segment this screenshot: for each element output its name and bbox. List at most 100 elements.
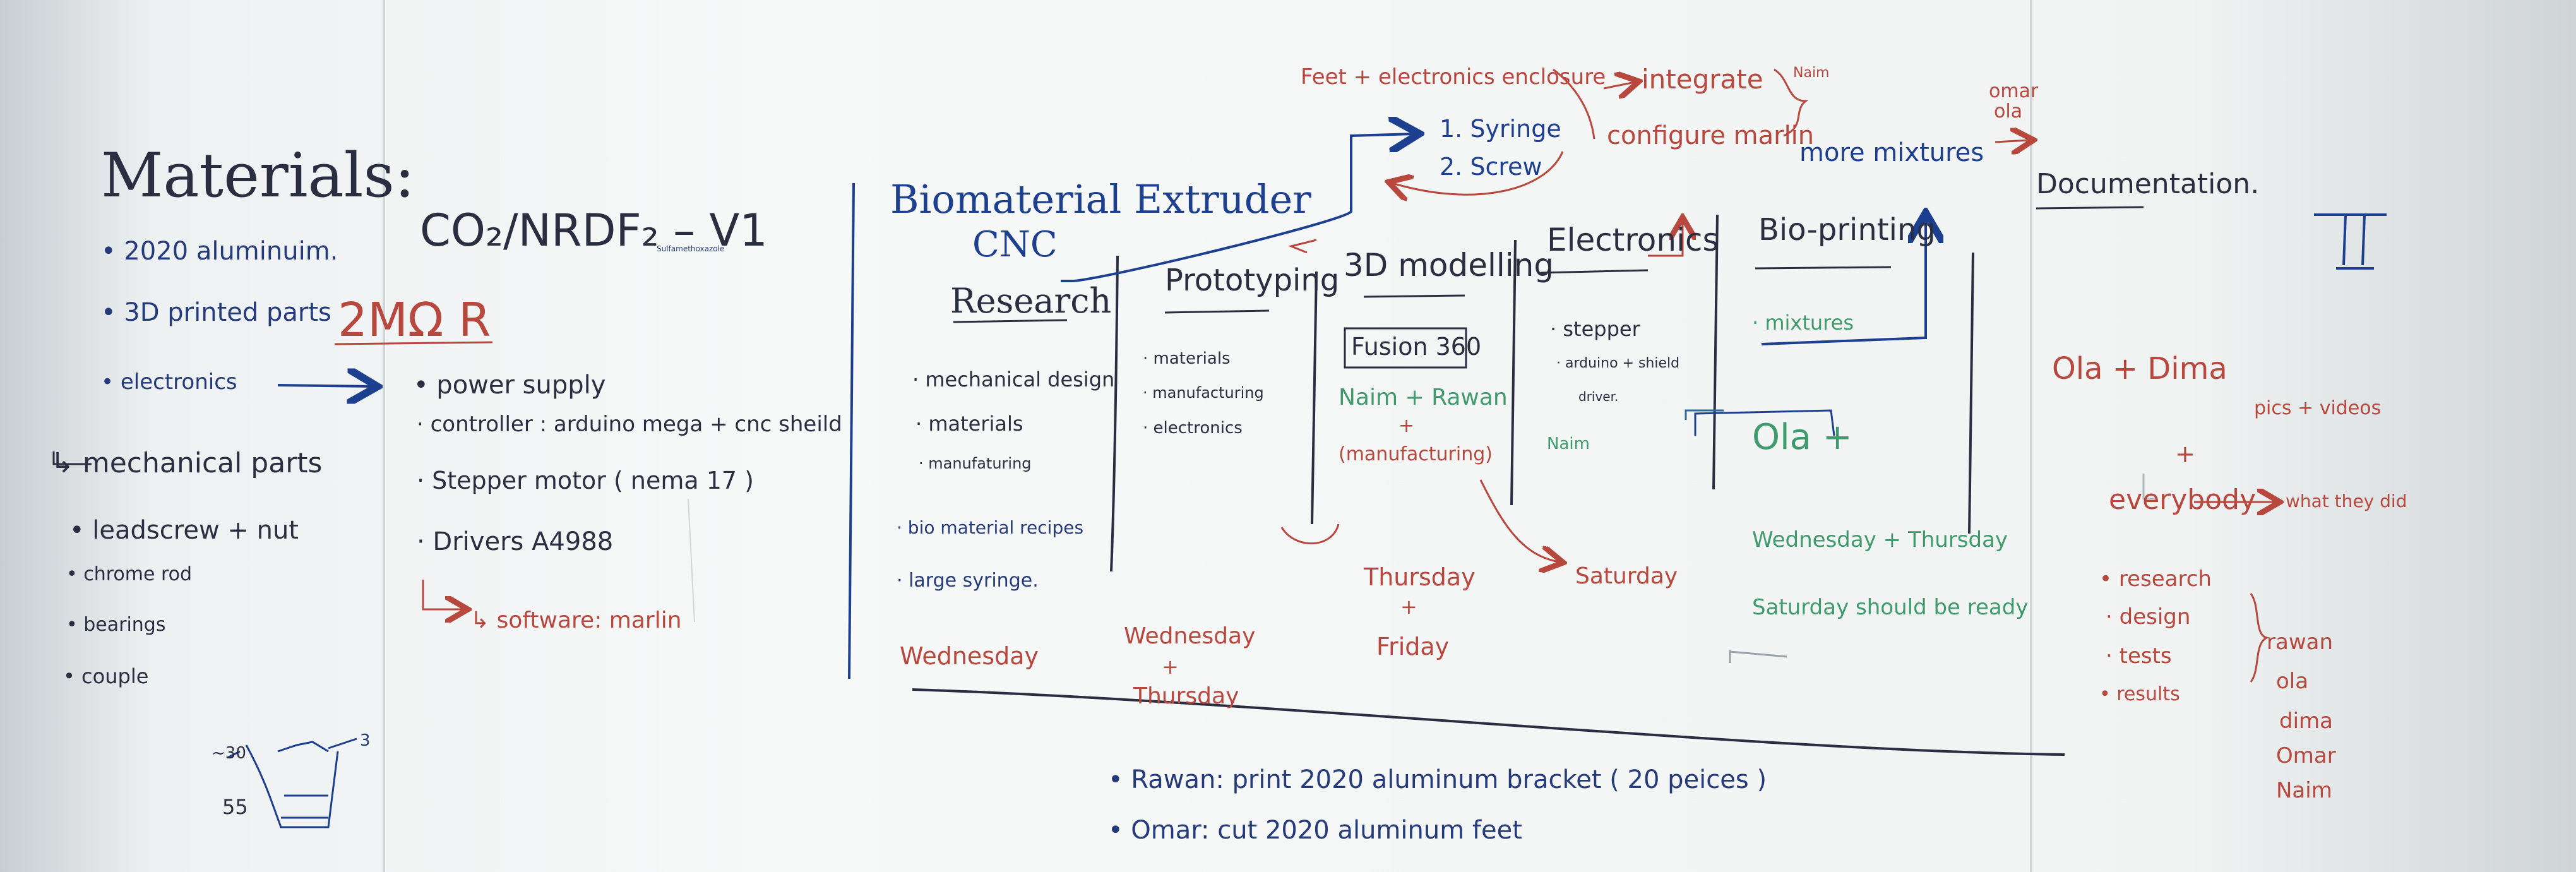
- bottom-task: • Omar: cut 2020 aluminum feet: [1108, 816, 1522, 845]
- electronics-person: Naim: [1547, 434, 1590, 453]
- board-title-sub: CNC: [972, 224, 1058, 265]
- mech-item: • chrome rod: [66, 563, 193, 585]
- more-mixtures-note: more mixtures: [1799, 138, 1984, 167]
- modelling-header: 3D modelling: [1344, 247, 1554, 284]
- integrate-brace: [1774, 68, 1809, 137]
- sketch-arrow: [227, 738, 357, 759]
- erased-mark: [1729, 650, 1787, 663]
- prototyping-day: Thursday: [1133, 683, 1239, 709]
- materials-title: Materials:: [101, 140, 415, 211]
- header-underline: [1363, 294, 1465, 298]
- documentation-name: rawan: [2267, 630, 2334, 655]
- documentation-item: · tests: [2106, 643, 2172, 669]
- research-day: Wednesday: [900, 642, 1039, 670]
- more-mixtures-arrow: [1995, 140, 2030, 142]
- bottom-divider: [912, 688, 2065, 756]
- formula-sub: Sulfamethoxazole: [657, 244, 725, 253]
- names-brace: [2250, 593, 2270, 683]
- header-underline: [1540, 269, 1649, 274]
- column-divider: [1110, 255, 1119, 572]
- board-divider-vertical: [848, 182, 855, 679]
- prototyping-item: · manufacturing: [1143, 384, 1264, 402]
- modelling-paren: (manufacturing): [1339, 443, 1493, 465]
- bioprinting-day: Saturday should be ready: [1752, 595, 2029, 620]
- enclosure-arrow: [1553, 68, 1595, 140]
- erased-mark: [2142, 474, 2156, 500]
- column-divider: [1712, 214, 1719, 490]
- modelling-plus: +: [1398, 415, 1415, 437]
- electronics-header: Electronics: [1547, 222, 1719, 258]
- documentation-underline: [2036, 206, 2144, 210]
- bioprinting-item: · mixtures: [1752, 311, 1854, 335]
- fusion-box-label: Fusion 360: [1351, 333, 1482, 361]
- board-title: Biomaterial Extruder: [890, 176, 1311, 222]
- electronics-col-item: · arduino + shield: [1556, 355, 1680, 371]
- research-item: · large syringe.: [897, 570, 1039, 592]
- electronics-red-arrow: [1648, 221, 1683, 257]
- electronics-item: · Drivers A4988: [417, 527, 614, 556]
- sketch-label: 3: [360, 731, 371, 750]
- prototyping-day: Wednesday: [1124, 623, 1256, 649]
- software-text: ↳ software: marlin: [470, 607, 682, 633]
- integrate-note: integrate: [1642, 64, 1763, 95]
- resistor-text: 2MΩ R: [338, 293, 491, 347]
- prototyping-day-plus: +: [1162, 655, 1179, 679]
- header-underline: [953, 319, 1068, 323]
- documentation-item: · design: [2106, 604, 2191, 630]
- materials-item: • 2020 aluminuim.: [101, 237, 338, 266]
- syringe-item: 1. Syringe: [1440, 115, 1561, 143]
- electronics-arrow: [277, 385, 373, 386]
- omar-note: omar: [1989, 80, 2039, 102]
- prototyping-item: · electronics: [1143, 419, 1243, 438]
- documentation-item: • results: [2099, 683, 2180, 705]
- mech-item: • bearings: [66, 614, 166, 636]
- documentation-plus: +: [2175, 440, 2195, 468]
- prototyping-arrow: [1288, 239, 1317, 254]
- ola-note: ola: [1994, 100, 2023, 122]
- prototyping-header: Prototyping: [1165, 263, 1340, 298]
- mech-parts-header: ↳ mechanical parts: [51, 447, 323, 479]
- electronics-col-item: driver.: [1578, 389, 1619, 404]
- erased-mark: [688, 498, 695, 623]
- research-item: · mechanical design: [912, 367, 1115, 391]
- bottom-task: • Rawan: print 2020 aluminum bracket ( 2…: [1108, 765, 1767, 794]
- header-underline: [1164, 309, 1270, 314]
- electronics-day: Saturday: [1575, 563, 1678, 589]
- fusion-box: [1344, 327, 1467, 369]
- configure-note: configure marlin: [1607, 121, 1815, 150]
- bioprinting-day: Wednesday + Thursday: [1752, 527, 2008, 552]
- research-item: · manufaturing: [919, 455, 1032, 472]
- mech-item: • leadscrew + nut: [69, 516, 299, 545]
- research-header: Research: [950, 281, 1112, 321]
- materials-item: • 3D printed parts: [101, 298, 331, 327]
- symbol-sketch: [2314, 213, 2387, 270]
- documentation-ola-dima: Ola + Dima: [2052, 351, 2227, 386]
- column-divider: [1510, 239, 1517, 506]
- extrusion-sketch: [245, 741, 339, 828]
- header-underline: [1755, 266, 1892, 270]
- syringe-item: 2. Screw: [1440, 153, 1542, 181]
- documentation-what: what they did: [2286, 491, 2407, 511]
- sketch-label: 55: [222, 795, 248, 819]
- software-arrow: [422, 580, 464, 609]
- documentation-name: Omar: [2276, 743, 2336, 768]
- mixtures-arrow: [1761, 218, 1926, 345]
- modelling-day: Thursday: [1364, 563, 1476, 591]
- materials-item: • electronics: [101, 369, 237, 395]
- modelling-day-plus: +: [1400, 595, 1417, 619]
- electronics-col-item: · stepper: [1550, 317, 1640, 341]
- syringe-arrow: [1061, 134, 1414, 282]
- formula-text: CO₂/NRDF₂ – V1: [420, 205, 768, 256]
- documentation-item: • research: [2099, 566, 2212, 592]
- electronics-item: · Stepper motor ( nema 17 ): [417, 467, 754, 494]
- sketch-label: ~30: [212, 744, 246, 763]
- mech-arrow: [52, 451, 92, 465]
- documentation-title: Documentation.: [2036, 168, 2260, 200]
- modelling-day: Friday: [1376, 633, 1450, 660]
- documentation-name: Naim: [2276, 778, 2332, 803]
- saturday-arrow: [1479, 479, 1559, 562]
- ola-bracket: [1694, 409, 1835, 436]
- electronics-item: · controller : arduino mega + cnc sheild: [417, 412, 842, 437]
- bioprinting-person: Ola +: [1752, 417, 1852, 458]
